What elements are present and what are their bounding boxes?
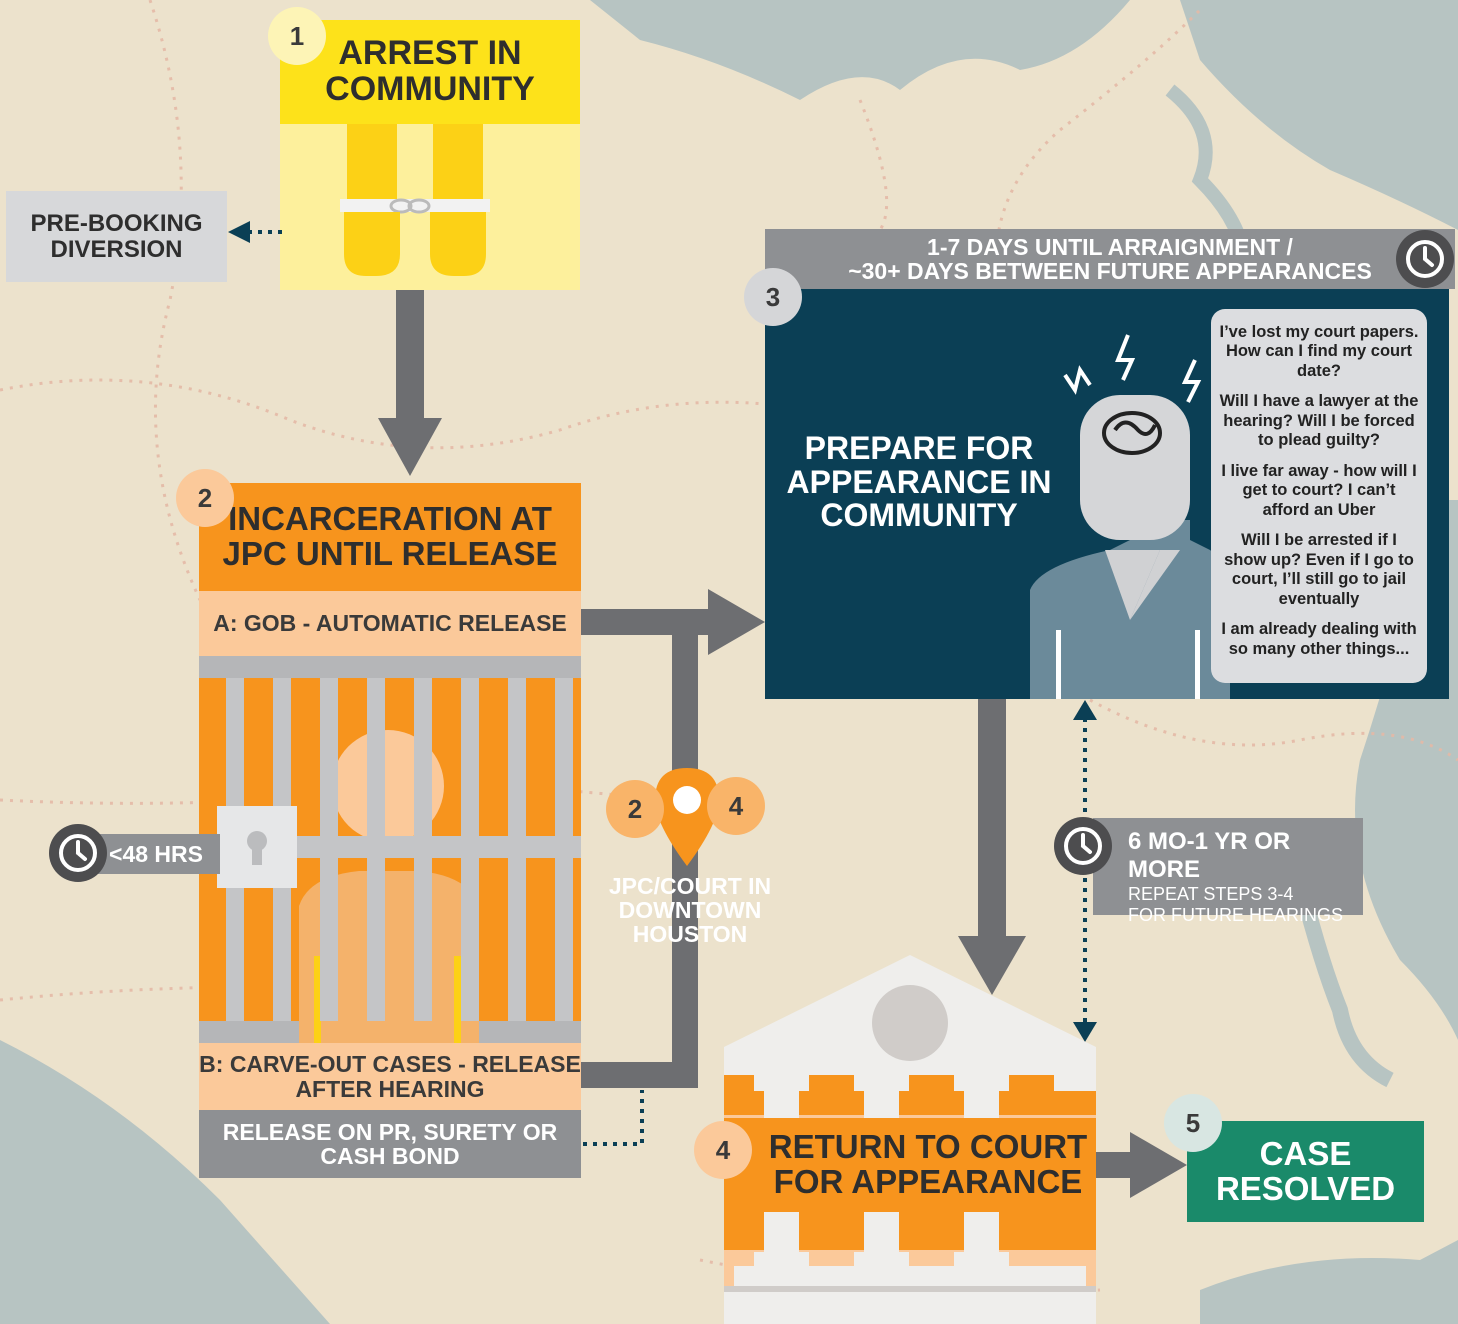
arrest-illustration — [280, 124, 580, 290]
release-options: RELEASE ON PR, SURETY OR CASH BOND — [199, 1110, 581, 1178]
step5-number: 5 — [1164, 1094, 1222, 1152]
stressed-person-illustration — [1030, 334, 1230, 699]
incarceration-duration: <48 HRS — [92, 834, 220, 874]
clock-icon — [49, 824, 107, 882]
concerns-box: I’ve lost my court papers. How can I fin… — [1211, 309, 1427, 683]
concern-item: I’ve lost my court papers. How can I fin… — [1219, 323, 1419, 380]
pin-step-right: 4 — [707, 777, 765, 835]
step3-title: PREPARE FOR APPEARANCE IN COMMUNITY — [786, 430, 1052, 534]
option-a-gob: A: GOB - AUTOMATIC RELEASE — [199, 591, 581, 656]
location-pin-icon — [655, 768, 719, 866]
repeat-note-2: FOR FUTURE HEARINGS — [1128, 904, 1344, 925]
clock-icon — [1054, 817, 1112, 875]
clock-icon — [1396, 230, 1454, 288]
pin-step-left: 2 — [606, 780, 664, 838]
step1-title: ARREST IN COMMUNITY — [280, 20, 580, 124]
water-sw — [0, 1040, 330, 1324]
timeline-line1: 1-7 DAYS UNTIL ARRAIGNMENT / — [927, 233, 1293, 260]
jail-illustration — [199, 656, 581, 1043]
concern-item: Will I have a lawyer at the hearing? Wil… — [1219, 392, 1419, 450]
pre-booking-diversion-box: PRE-BOOKING DIVERSION — [6, 191, 227, 282]
repeat-note-1: REPEAT STEPS 3-4 — [1128, 884, 1294, 904]
repeat-duration: 6 MO-1 YR OR MORE — [1128, 828, 1291, 883]
repeat-box: 6 MO-1 YR OR MORE REPEAT STEPS 3-4 FOR F… — [1093, 818, 1363, 925]
water-ne — [1180, 0, 1458, 230]
option-b-carve-out: B: CARVE-OUT CASES - RELEASE AFTER HEARI… — [199, 1043, 581, 1110]
step3-number: 3 — [744, 268, 802, 326]
step2-title: INCARCERATION AT JPC UNTIL RELEASE — [199, 483, 581, 591]
concern-item: I am already dealing with so many other … — [1221, 620, 1417, 658]
step4-title: RETURN TO COURT FOR APPEARANCE — [724, 1118, 1096, 1212]
arraignment-timeline: 1-7 DAYS UNTIL ARRAIGNMENT / ~30+ DAYS B… — [765, 229, 1455, 289]
water-n — [590, 0, 1130, 100]
step1-number: 1 — [268, 7, 326, 65]
step5-title: CASE RESOLVED — [1187, 1121, 1424, 1222]
step2-number: 2 — [176, 469, 234, 527]
concern-item: I live far away - how will I get to cour… — [1221, 461, 1417, 519]
timeline-line2: ~30+ DAYS BETWEEN FUTURE APPEARANCES — [848, 258, 1372, 284]
concern-item: Will I be arrested if I show up? Even if… — [1224, 531, 1414, 608]
step4-number: 4 — [694, 1121, 752, 1179]
jpc-location-label: JPC/COURT IN DOWNTOWN HOUSTON — [608, 873, 772, 948]
